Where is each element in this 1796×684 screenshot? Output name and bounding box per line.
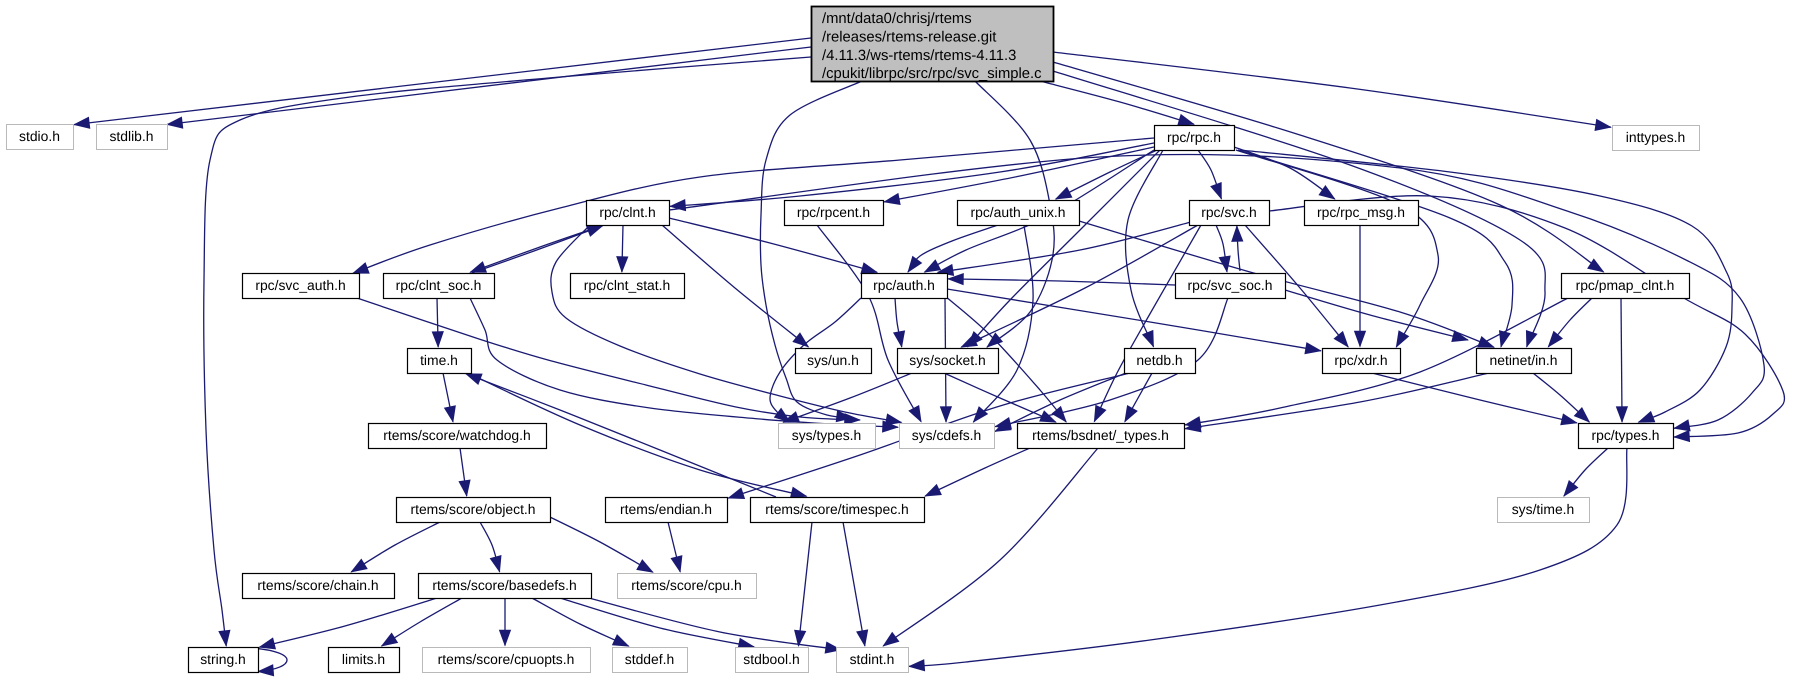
svg-text:sys/time.h: sys/time.h: [1512, 501, 1575, 517]
svg-text:rpc/clnt_stat.h: rpc/clnt_stat.h: [584, 277, 670, 293]
svg-text:rpc/xdr.h: rpc/xdr.h: [1334, 352, 1387, 368]
svg-text:rpc/pmap_clnt.h: rpc/pmap_clnt.h: [1576, 277, 1675, 293]
svg-text:/cpukit/librpc/src/rpc/svc_sim: /cpukit/librpc/src/rpc/svc_simple.c: [822, 66, 1042, 82]
svg-text:rpc/auth_unix.h: rpc/auth_unix.h: [971, 204, 1066, 220]
svg-text:sys/un.h: sys/un.h: [807, 352, 859, 368]
svg-text:rpc/rpcent.h: rpc/rpcent.h: [797, 204, 870, 220]
svg-text:rpc/clnt_soc.h: rpc/clnt_soc.h: [396, 277, 482, 293]
svg-text:limits.h: limits.h: [342, 651, 385, 667]
svg-text:rpc/types.h: rpc/types.h: [1592, 427, 1660, 443]
svg-text:time.h: time.h: [420, 352, 458, 368]
svg-text:rtems/score/cpu.h: rtems/score/cpu.h: [631, 577, 741, 593]
svg-text:rpc/svc_auth.h: rpc/svc_auth.h: [255, 277, 345, 293]
svg-text:/mnt/data0/chrisj/rtems: /mnt/data0/chrisj/rtems: [822, 11, 972, 27]
svg-text:rtems/bsdnet/_types.h: rtems/bsdnet/_types.h: [1032, 427, 1169, 443]
svg-text:rtems/score/timespec.h: rtems/score/timespec.h: [765, 501, 909, 517]
svg-text:/4.11.3/ws-rtems/rtems-4.11.3: /4.11.3/ws-rtems/rtems-4.11.3: [822, 48, 1016, 64]
svg-text:rpc/svc.h: rpc/svc.h: [1201, 204, 1257, 220]
svg-text:rpc/auth.h: rpc/auth.h: [873, 277, 935, 293]
svg-text:stdbool.h: stdbool.h: [743, 651, 799, 667]
svg-text:rtems/score/watchdog.h: rtems/score/watchdog.h: [383, 427, 530, 443]
svg-text:rpc/clnt.h: rpc/clnt.h: [599, 204, 655, 220]
svg-text:rtems/score/basedefs.h: rtems/score/basedefs.h: [432, 577, 576, 593]
svg-text:sys/socket.h: sys/socket.h: [909, 352, 985, 368]
svg-text:stdlib.h: stdlib.h: [109, 128, 153, 144]
svg-text:rpc/svc_soc.h: rpc/svc_soc.h: [1188, 277, 1273, 293]
svg-text:netinet/in.h: netinet/in.h: [1490, 352, 1558, 368]
svg-text:rpc/rpc_msg.h: rpc/rpc_msg.h: [1317, 204, 1405, 220]
svg-text:inttypes.h: inttypes.h: [1626, 129, 1685, 145]
svg-text:rtems/endian.h: rtems/endian.h: [620, 501, 712, 517]
svg-text:netdb.h: netdb.h: [1136, 352, 1182, 368]
svg-text:stdint.h: stdint.h: [850, 651, 895, 667]
svg-text:stddef.h: stddef.h: [625, 651, 674, 667]
svg-text:sys/types.h: sys/types.h: [792, 427, 861, 443]
svg-text:rpc/rpc.h: rpc/rpc.h: [1167, 129, 1221, 145]
svg-text:stdio.h: stdio.h: [19, 128, 60, 144]
svg-text:/releases/rtems-release.git: /releases/rtems-release.git: [822, 29, 996, 45]
svg-text:sys/cdefs.h: sys/cdefs.h: [912, 427, 981, 443]
svg-text:rtems/score/cpuopts.h: rtems/score/cpuopts.h: [438, 651, 575, 667]
svg-text:rtems/score/chain.h: rtems/score/chain.h: [257, 577, 378, 593]
svg-text:string.h: string.h: [200, 651, 246, 667]
svg-text:rtems/score/object.h: rtems/score/object.h: [410, 501, 535, 517]
